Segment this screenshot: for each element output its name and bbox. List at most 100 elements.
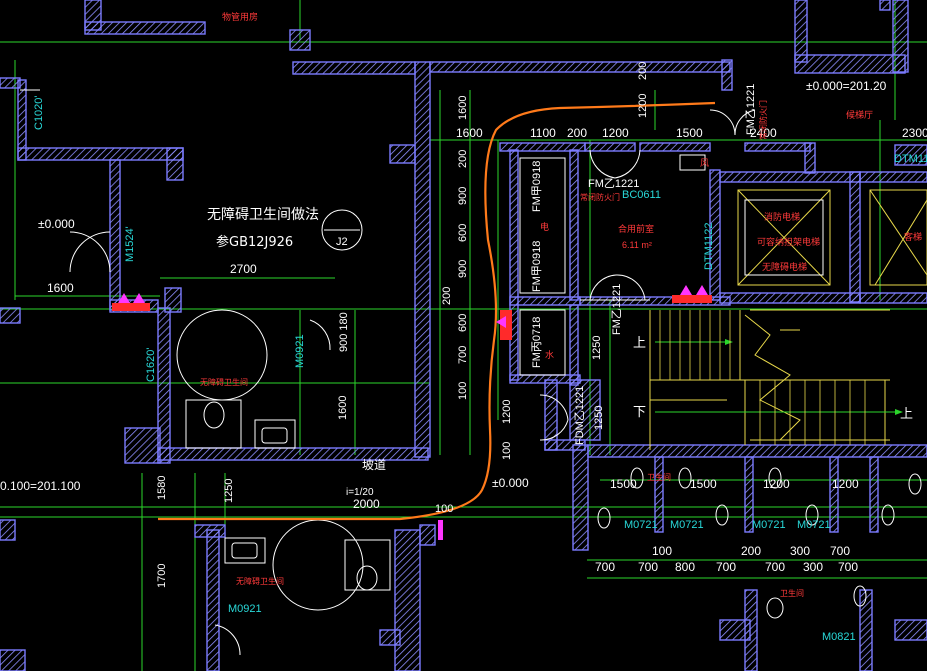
- bottom-dim2-5: 300: [803, 560, 823, 574]
- ramp-label: 坡道: [362, 458, 386, 472]
- m0921-lower: M0921: [228, 603, 262, 615]
- vert-700: 700: [457, 346, 469, 364]
- bottom-dim1-0: 100: [652, 544, 672, 558]
- accessibility-markers: [112, 285, 712, 540]
- vert-100-a: 100: [457, 382, 469, 400]
- wc-door-2: M0721: [752, 519, 786, 531]
- bottom-dim2-6: 700: [838, 560, 858, 574]
- m0921-upper: M0921: [294, 334, 306, 368]
- fixtures: [20, 89, 922, 656]
- elev-0-left: ±0.000: [38, 217, 75, 231]
- vert-600-a: 600: [457, 224, 469, 242]
- fm-jia-3: FM丙0718: [531, 317, 543, 368]
- dim-1700: 1700: [156, 564, 168, 588]
- c1020-label: C1020': [33, 95, 45, 130]
- wc-door-0: M0721: [624, 519, 658, 531]
- stair-up-1: 上: [633, 336, 646, 351]
- bottom-dim2-0: 700: [595, 560, 615, 574]
- room-area: 6.11 m²: [622, 240, 652, 250]
- fm-yi-mid: FM乙1221: [588, 177, 639, 190]
- fm-jia-2: FM甲0918: [531, 241, 543, 292]
- vert-600-b: 600: [457, 314, 469, 332]
- m0821: M0821: [822, 631, 856, 643]
- dim-1600-left: 1600: [47, 281, 74, 295]
- wc-dim-3: 1200: [832, 477, 859, 491]
- dim-1250-low: 1250: [593, 406, 605, 430]
- wc-dim-0: 1500: [610, 477, 637, 491]
- wc-lower-label: 无障碍卫生间: [236, 576, 284, 586]
- top-dim-1: 1100: [530, 126, 556, 140]
- top-dim-5: 2400: [750, 126, 777, 140]
- bottom-dim2-3: 700: [716, 560, 736, 574]
- elev-0-mid: ±0.000: [492, 476, 529, 490]
- note-title: 无障碍卫生间做法: [207, 207, 319, 223]
- top-200: 200: [637, 62, 649, 80]
- elevator-label-3: 无障碍电梯: [762, 261, 807, 273]
- annotations: 无障碍卫生间做法 参GB12J926 2700 J2 1600 ±0.000 0…: [0, 11, 927, 643]
- bc0611: BC0611: [622, 189, 661, 201]
- elev-bottom-left: 0.100=201.100: [0, 479, 81, 493]
- detail-ref-circle: [321, 209, 363, 251]
- fdm: FDM乙1221: [573, 386, 586, 445]
- fm-yi-low: FM乙1221: [610, 284, 623, 335]
- shui-label: 水: [545, 349, 554, 361]
- ramp-slope: i=1/20: [346, 487, 374, 498]
- bottom-dim1-1: 200: [741, 544, 761, 558]
- fm-top-sub: 常闭防火门: [758, 100, 768, 140]
- stair-up-2: 上: [900, 407, 913, 422]
- elev-top-right: ±0.000=201.20: [806, 79, 887, 93]
- stair-treads: [659, 310, 866, 445]
- wc-low-sign: 卫生间: [780, 588, 804, 598]
- vert-1600: 1600: [457, 96, 469, 120]
- wc-dim-1: 1500: [690, 477, 717, 491]
- elevator-label-1: 消防电梯: [764, 211, 800, 223]
- dim-100-bottom: 100: [435, 503, 453, 515]
- note-ref: 参GB12J926: [216, 234, 293, 250]
- vert-1200: 1200: [501, 400, 513, 424]
- room-name: 合用前室: [618, 223, 654, 235]
- wc-upper-label: 无障碍卫生间: [200, 377, 248, 387]
- top-dim-2: 200: [567, 126, 587, 140]
- fm-jia-1: FM甲0918: [531, 161, 543, 212]
- fm-yi-mid-sub: 常闭防火门: [580, 192, 620, 202]
- vert-100-b: 100: [501, 442, 513, 460]
- dim-1250-mid: 1250: [591, 336, 603, 360]
- wc-door-1: M0721: [670, 519, 704, 531]
- vert-900-a: 900: [457, 187, 469, 205]
- elevator-label-2: 可容纳担架电梯: [757, 236, 820, 248]
- dim-900-180: 900 180: [338, 312, 350, 352]
- dim-1250-bottom: 1250: [223, 479, 235, 503]
- accessible-route-path: [158, 101, 716, 521]
- detail-ref: J2: [336, 236, 348, 248]
- bottom-dim2-4: 700: [765, 560, 785, 574]
- top-dim-3: 1200: [602, 126, 629, 140]
- bottom-dim2-2: 800: [675, 560, 695, 574]
- top-dim-6: 2300: [902, 126, 927, 140]
- stair-down: 下: [633, 405, 646, 420]
- top-1200-v: 1200: [637, 94, 649, 118]
- fm-top: FM乙1221: [744, 84, 757, 135]
- dian-label: 电: [540, 221, 549, 233]
- dim-1580: 1580: [156, 476, 168, 500]
- dim-1600-mid: 1600: [337, 396, 349, 420]
- dim-2700: 2700: [230, 262, 257, 276]
- elevator-shafts: [737, 189, 927, 286]
- feng-label: 风: [700, 158, 709, 169]
- top-dim-4: 1500: [676, 126, 703, 140]
- bottom-dim2-1: 700: [638, 560, 658, 574]
- vert-900-b: 900: [457, 260, 469, 278]
- c1620-label: C1620': [145, 347, 157, 382]
- top-red-label: 物管用房: [222, 11, 258, 23]
- dim-2000: 2000: [353, 497, 380, 511]
- wc-dim-2: 1200: [763, 477, 790, 491]
- dtm-top: DTM112: [894, 153, 927, 165]
- m1524-label: M1524': [124, 226, 136, 262]
- bottom-dim1-2: 300: [790, 544, 810, 558]
- wc-door-3: M0721: [797, 519, 831, 531]
- bottom-dim1-3: 700: [830, 544, 850, 558]
- dtm1122: DTM1122: [703, 223, 715, 270]
- corridor-label: 候梯厅: [846, 109, 873, 121]
- top-dim-0: 1600: [456, 126, 483, 140]
- vert-200-b: 200: [441, 287, 453, 305]
